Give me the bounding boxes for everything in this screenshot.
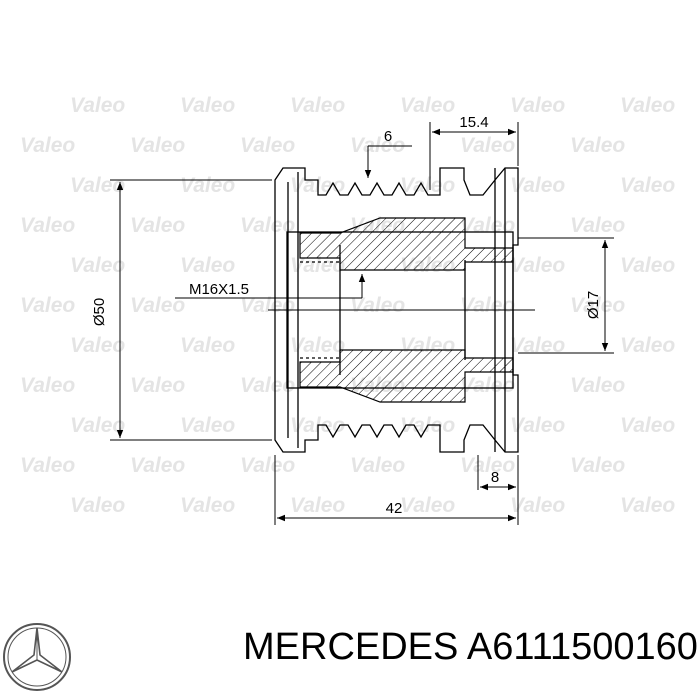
dim-flange-width — [477, 455, 519, 525]
watermark-text: Valeo — [570, 374, 625, 397]
watermark-text: Valeo — [180, 334, 235, 357]
watermark-text: Valeo — [130, 374, 185, 397]
dim-groove-width — [364, 145, 412, 178]
watermark-text: Valeo — [240, 294, 295, 317]
watermark-text: Valeo — [240, 374, 295, 397]
watermark-text: Valeo — [70, 94, 125, 117]
mercedes-star-logo — [3, 623, 71, 691]
watermark-text: Valeo — [180, 494, 235, 517]
watermark-text: Valeo — [130, 294, 185, 317]
watermark-text: Valeo — [20, 294, 75, 317]
watermark-text: Valeo — [460, 454, 515, 477]
watermark-text: Valeo — [570, 214, 625, 237]
watermark-text: Valeo — [70, 174, 125, 197]
dim-thread — [175, 274, 366, 299]
watermark-text: Valeo — [620, 414, 675, 437]
watermark-text: Valeo — [290, 334, 345, 357]
watermark-text: Valeo — [510, 254, 565, 277]
watermark-text: Valeo — [350, 294, 405, 317]
watermark-text: Valeo — [460, 374, 515, 397]
watermark-text: Valeo — [130, 134, 185, 157]
label-outer-diameter: Ø50 — [91, 298, 108, 326]
watermark-text: Valeo — [510, 414, 565, 437]
section-hatch — [299, 217, 514, 403]
part-number: A6111500160 — [466, 626, 698, 668]
watermark-text: Valeo — [290, 494, 345, 517]
watermark-text: Valeo — [400, 494, 455, 517]
watermark-text: Valeo — [400, 94, 455, 117]
watermark-text: Valeo — [20, 134, 75, 157]
dim-total-length — [274, 455, 516, 525]
label-flange-width: 8 — [491, 469, 499, 486]
watermark-text: Valeo — [70, 414, 125, 437]
watermark-text: Valeo — [570, 454, 625, 477]
watermark-text: Valeo — [180, 174, 235, 197]
label-groove-width: 6 — [384, 128, 392, 145]
watermark-text: Valeo — [460, 134, 515, 157]
label-bore-diameter: Ø17 — [585, 291, 602, 319]
watermark-text: Valeo — [350, 454, 405, 477]
watermark-text: Valeo — [70, 334, 125, 357]
watermark-text: Valeo — [240, 134, 295, 157]
watermark-text: Valeo — [510, 94, 565, 117]
watermark-text: Valeo — [70, 254, 125, 277]
watermark-text: Valeo — [620, 254, 675, 277]
watermark-text: Valeo — [570, 294, 625, 317]
watermark-text: Valeo — [240, 214, 295, 237]
watermark-text: Valeo — [180, 254, 235, 277]
part-caption: MERCEDES A6111500160 — [243, 617, 698, 677]
watermark-text: Valeo — [510, 334, 565, 357]
watermark-text: Valeo — [400, 174, 455, 197]
dim-hub-length — [429, 122, 519, 190]
watermark-text: Valeo — [570, 134, 625, 157]
watermark-text: Valeo — [20, 214, 75, 237]
label-hub-length: 15.4 — [459, 114, 488, 131]
watermark-text: Valeo — [180, 94, 235, 117]
watermark-text: Valeo — [620, 334, 675, 357]
label-total-length: 42 — [386, 500, 403, 517]
watermark-text: Valeo — [620, 494, 675, 517]
watermark-text: Valeo — [180, 414, 235, 437]
watermark-text: Valeo — [510, 174, 565, 197]
dim-bore-diameter — [518, 237, 614, 354]
watermark-text: Valeo — [290, 254, 345, 277]
watermark-text: Valeo — [620, 174, 675, 197]
watermark-text: Valeo — [620, 94, 675, 117]
label-thread: M16X1.5 — [189, 281, 249, 298]
dim-outer-diameter — [110, 179, 272, 441]
watermark-text: Valeo — [20, 454, 75, 477]
watermark-text: Valeo — [70, 494, 125, 517]
watermark-text: Valeo — [20, 374, 75, 397]
watermark-text: Valeo — [130, 454, 185, 477]
watermark-text: Valeo — [130, 214, 185, 237]
watermark-text: Valeo — [510, 494, 565, 517]
watermark-text: Valeo — [460, 294, 515, 317]
watermark-text: Valeo — [460, 214, 515, 237]
watermark-text: Valeo — [240, 454, 295, 477]
watermark-text: Valeo — [290, 94, 345, 117]
brand-label: MERCEDES — [243, 626, 459, 668]
